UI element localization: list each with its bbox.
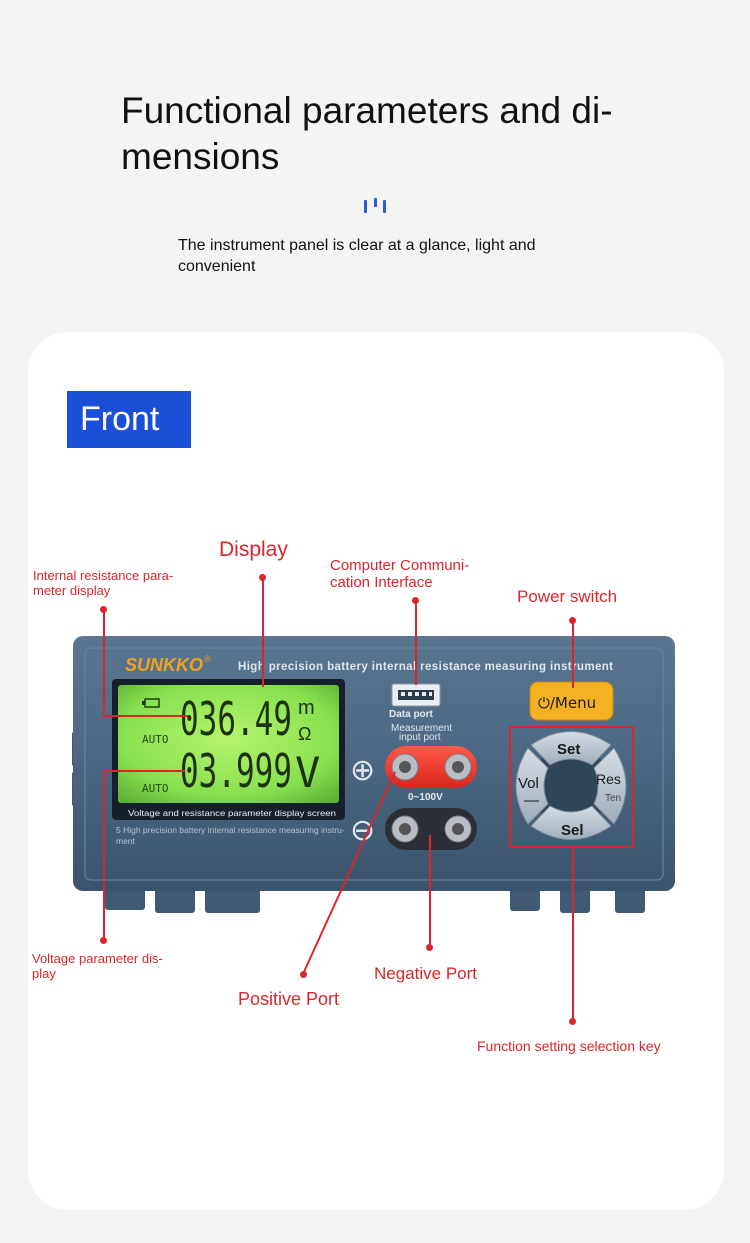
svg-text:AUTO: AUTO bbox=[142, 733, 169, 746]
power-icon: ⏻/Menu bbox=[538, 694, 596, 712]
callout-computer-interface: Computer Communi- cation Interface bbox=[330, 557, 470, 591]
voltage-value: 03.999 bbox=[180, 744, 292, 798]
callout-negative-port: Negative Port bbox=[374, 964, 477, 983]
svg-text:Set: Set bbox=[557, 741, 580, 758]
svg-text:Ten: Ten bbox=[605, 793, 621, 804]
callout-internal-resistance: Internal resistance para- meter display bbox=[33, 568, 174, 598]
res-key[interactable] bbox=[593, 747, 627, 825]
svg-text:Res: Res bbox=[596, 771, 621, 787]
svg-text:ment: ment bbox=[116, 836, 136, 846]
lcd-caption: Voltage and resistance parameter display… bbox=[128, 808, 336, 818]
callout-positive-port: Positive Port bbox=[238, 989, 340, 1009]
svg-text:Measurement: Measurement bbox=[391, 723, 452, 734]
svg-text:m: m bbox=[298, 697, 315, 719]
brand-logo: SUNKKO bbox=[125, 655, 203, 675]
lcd-screen bbox=[118, 685, 339, 803]
svg-text:input port: input port bbox=[399, 732, 441, 743]
model-title: High precision battery internal resistan… bbox=[238, 661, 613, 673]
front-badge: Front bbox=[67, 391, 191, 448]
page-subtitle: The instrument panel is clear at a glanc… bbox=[178, 237, 536, 275]
callout-function-key: Function setting selection key bbox=[477, 1038, 661, 1054]
page-title: Functional parameters and di- mensions bbox=[121, 90, 613, 177]
svg-text:0~100V: 0~100V bbox=[408, 792, 443, 803]
set-key[interactable] bbox=[530, 731, 612, 766]
panel-note-line1: 5 High precision battery internal resist… bbox=[116, 825, 345, 835]
svg-text:Ω: Ω bbox=[298, 724, 311, 744]
vol-key[interactable] bbox=[515, 747, 549, 825]
callout-voltage-display: Voltage parameter dis- play bbox=[32, 951, 163, 981]
svg-text:AUTO: AUTO bbox=[142, 782, 169, 795]
svg-text:®: ® bbox=[204, 654, 211, 664]
svg-text:Data port: Data port bbox=[389, 709, 434, 720]
resistance-value: 036.49 bbox=[180, 692, 292, 746]
power-menu-button[interactable] bbox=[529, 681, 614, 721]
callout-power-switch: Power switch bbox=[517, 587, 618, 606]
function-key-highlight bbox=[509, 726, 634, 848]
title-decoration-icon bbox=[362, 198, 390, 214]
display-callout-line bbox=[262, 577, 264, 687]
device-feet bbox=[105, 885, 645, 913]
callout-display: Display bbox=[219, 538, 288, 561]
svg-text:V: V bbox=[295, 748, 320, 797]
plus-icon: ⊕ bbox=[350, 753, 375, 788]
svg-text:Sel: Sel bbox=[561, 822, 584, 839]
svg-text:Vol: Vol bbox=[518, 775, 539, 792]
svg-text:—: — bbox=[524, 792, 539, 809]
sel-key[interactable] bbox=[530, 805, 612, 840]
